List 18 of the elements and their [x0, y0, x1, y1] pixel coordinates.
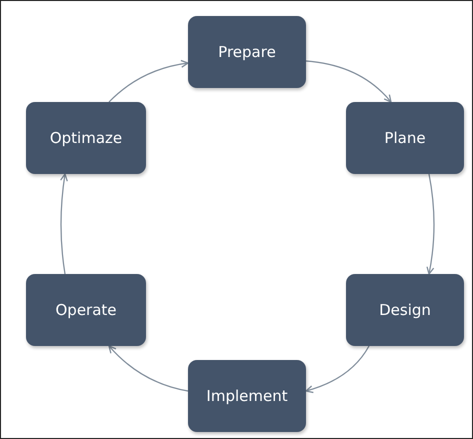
process-box [188, 16, 306, 88]
process-box [346, 274, 464, 346]
curved-arrow [306, 60, 392, 103]
process-box [188, 360, 306, 432]
curved-arrow [305, 346, 370, 393]
step-label: Plane [384, 129, 426, 147]
process-box [26, 102, 146, 174]
step-label: Design [379, 301, 431, 319]
step-label: Prepare [218, 43, 276, 61]
process-box [26, 274, 146, 346]
step-label: Optimaze [50, 129, 122, 147]
curved-arrow [426, 174, 435, 275]
process-box [346, 102, 464, 174]
step-label: Operate [55, 301, 117, 319]
curved-arrow [108, 60, 189, 102]
step-label: Implement [206, 387, 288, 405]
curved-arrow [108, 345, 188, 392]
curved-arrow [60, 173, 68, 274]
